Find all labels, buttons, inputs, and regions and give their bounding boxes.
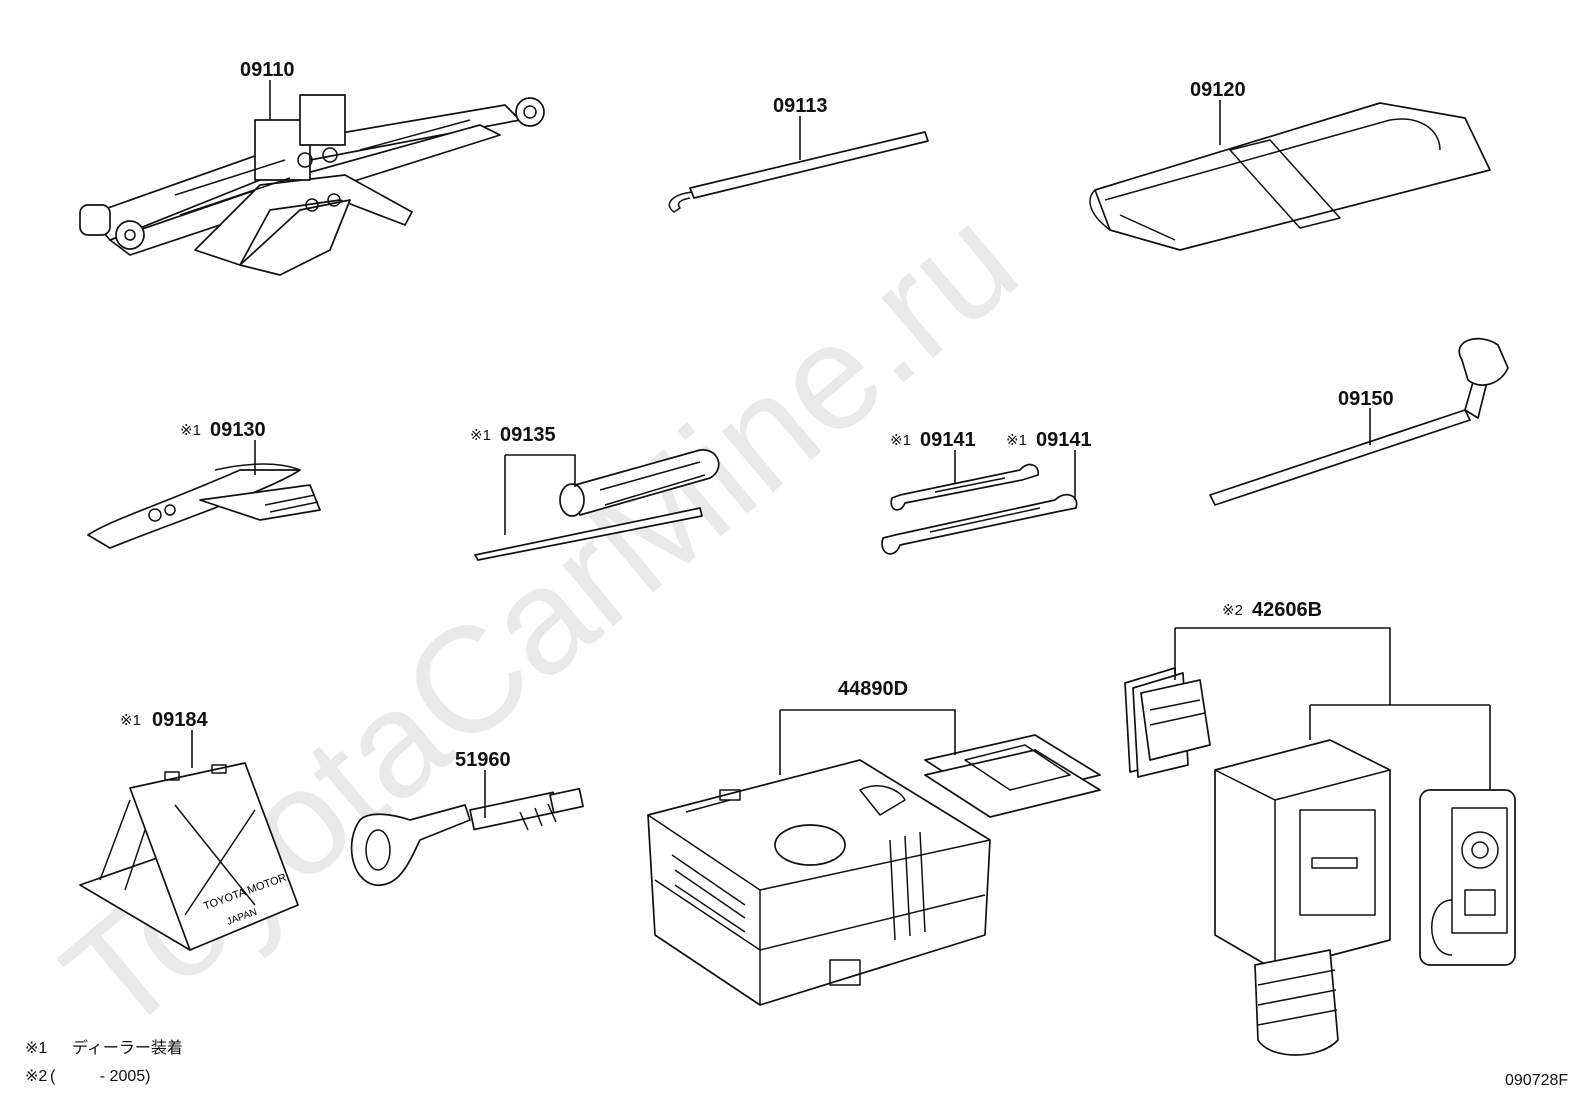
screwdriver-note-mark: ※1	[470, 427, 491, 444]
wheel-nut-wrench-illustration	[1209, 337, 1509, 506]
footnote-1-mark: ※1	[25, 1040, 47, 1057]
tool-bag-illustration	[1089, 102, 1491, 251]
part-number-09113: 09113	[773, 95, 828, 117]
sealant-kit-note-mark: ※2	[1222, 602, 1243, 619]
part-number-09184: 09184	[152, 709, 208, 731]
wheel-chock-note-mark: ※1	[120, 712, 141, 729]
compressor-kit-illustration	[647, 759, 991, 1006]
sealant-bottle-illustration	[1214, 739, 1391, 1056]
footnote-1-text: ディーラー装着	[72, 1038, 183, 1057]
instruction-sheets-illustration	[924, 734, 1101, 818]
part-number-44890D: 44890D	[838, 678, 908, 700]
figure-code: 090728F	[1505, 1072, 1568, 1089]
wrenches-illustration	[881, 463, 1078, 555]
part-number-42606B: 42606B	[1252, 599, 1322, 621]
sealant-booklets-illustration	[1124, 667, 1211, 778]
sealant-label-card-illustration	[1419, 789, 1516, 966]
footnotes: ※1 ディーラー装着 ※2 ( - 2005)	[25, 1038, 183, 1085]
sealant-kit-leader	[1174, 627, 1491, 790]
jack-illustration	[79, 94, 545, 276]
part-number-09130: 09130	[210, 419, 266, 441]
screwdriver-illustration	[474, 449, 720, 561]
pliers-illustration	[87, 463, 321, 549]
footnote-2-mark: ※2	[25, 1068, 47, 1085]
wrench-b-note-mark: ※1	[1006, 432, 1027, 449]
part-number-51960: 51960	[455, 749, 511, 771]
pliers-note-mark: ※1	[180, 422, 201, 439]
wrench-a-note-mark: ※1	[890, 432, 911, 449]
screwdriver-leader	[504, 454, 576, 535]
part-number-09141-a: 09141	[920, 429, 976, 451]
jack-handle-illustration	[668, 131, 929, 213]
part-number-09120: 09120	[1190, 79, 1246, 101]
footnote-2-text: ( - 2005)	[50, 1068, 150, 1085]
part-number-09135: 09135	[500, 424, 556, 446]
part-number-09150: 09150	[1338, 388, 1394, 410]
part-number-09141-b: 09141	[1036, 429, 1092, 451]
towing-eye-illustration	[350, 787, 584, 886]
wheel-chock-illustration: TOYOTA MOTOR JAPAN	[79, 762, 299, 951]
part-number-09110: 09110	[240, 59, 295, 81]
compressor-kit-leader	[779, 709, 956, 775]
